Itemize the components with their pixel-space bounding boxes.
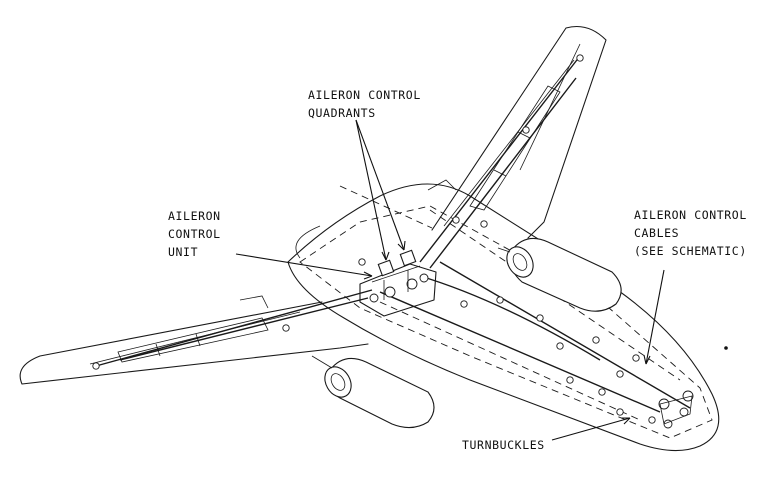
fuselage bbox=[287, 183, 720, 452]
label-cables-line1: AILERON CONTROL bbox=[634, 208, 747, 222]
label-unit-line1: AILERON bbox=[168, 209, 221, 223]
cable-left-wing bbox=[95, 289, 373, 367]
cable-pulleys bbox=[92, 54, 656, 424]
label-cables-line3: (SEE SCHEMATIC) bbox=[634, 244, 747, 258]
label-turnbuckles: TURNBUCKLES bbox=[462, 438, 545, 452]
leader-quadrants-b bbox=[355, 119, 405, 251]
cabin-outline bbox=[299, 205, 713, 439]
right-engine-nacelle bbox=[497, 237, 622, 312]
label-quadrants-line1: AILERON CONTROL bbox=[308, 88, 421, 102]
stray-dot bbox=[724, 346, 728, 350]
cable-right-wing bbox=[419, 55, 581, 263]
leader-cables bbox=[645, 269, 665, 365]
right-wing bbox=[431, 25, 607, 239]
leader-lines bbox=[235, 119, 665, 441]
aileron-control-system bbox=[92, 54, 694, 429]
forward-quadrant bbox=[658, 390, 694, 429]
label-unit-line2: CONTROL bbox=[168, 227, 221, 241]
label-unit-line3: UNIT bbox=[168, 245, 198, 259]
label-cables-line2: CABLES bbox=[634, 226, 679, 240]
label-quadrants-line2: QUADRANTS bbox=[308, 106, 376, 120]
right-wing-flap bbox=[469, 85, 561, 211]
leader-control-unit bbox=[235, 253, 373, 277]
leader-quadrants-a bbox=[355, 119, 387, 261]
leader-turnbuckles bbox=[551, 417, 631, 441]
left-wing bbox=[19, 301, 369, 385]
left-engine-nacelle bbox=[311, 355, 435, 429]
aileron-control-unit bbox=[359, 249, 437, 317]
cable-run-a bbox=[379, 291, 661, 413]
airframe bbox=[19, 25, 720, 452]
cable-run-b bbox=[439, 261, 691, 409]
